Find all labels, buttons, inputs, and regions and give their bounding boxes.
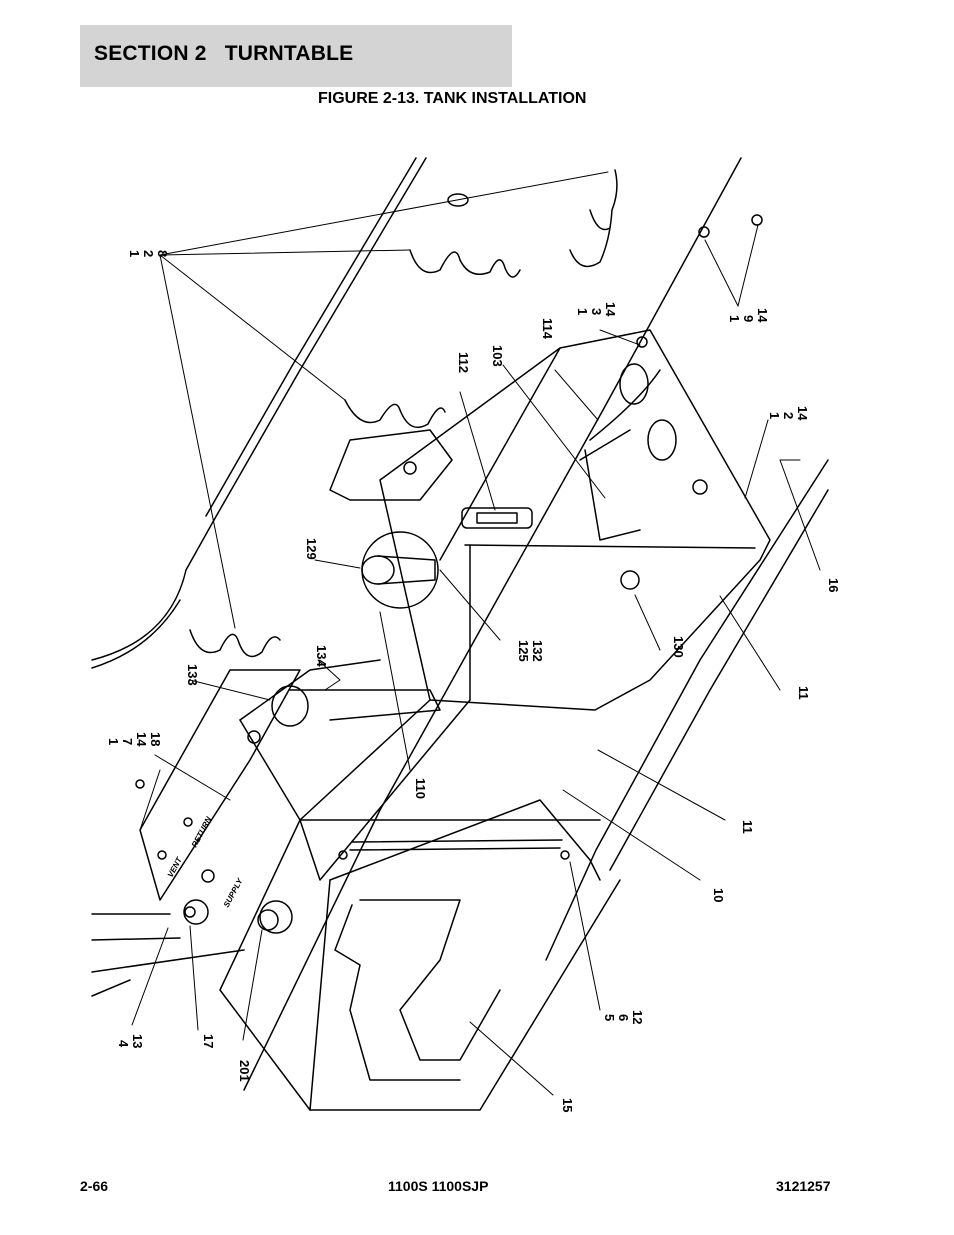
callout-1: 1: [727, 315, 742, 322]
callout-2: 2: [141, 250, 156, 257]
callout-133: 133: [185, 664, 200, 686]
callout-8: 8: [155, 250, 170, 257]
callout-114: 114: [540, 318, 555, 340]
callout-14: 14: [795, 406, 810, 421]
callout-16: 16: [826, 578, 841, 592]
callout-201: 201: [237, 1060, 252, 1082]
callout-11: 11: [796, 686, 811, 700]
callout-17: 17: [201, 1034, 216, 1048]
callout-1: 1: [767, 412, 782, 419]
panel-label-supply: SUPPLY: [222, 876, 245, 909]
document-number: 3121257: [776, 1178, 831, 1194]
callout-130: 130: [671, 636, 686, 658]
callout-129: 129: [304, 538, 319, 560]
callout-110: 110: [413, 778, 428, 799]
callout-7: 7: [120, 738, 135, 745]
callout-18: 18: [148, 732, 163, 746]
callout-132: 132: [530, 640, 545, 662]
callout-4: 4: [116, 1040, 131, 1048]
callout-15: 15: [560, 1098, 575, 1112]
callout-1: 1: [127, 250, 142, 257]
callout-112: 112: [456, 352, 471, 373]
callout-11: 11: [740, 820, 755, 834]
callout-6: 6: [616, 1014, 631, 1021]
callout-12: 12: [630, 1010, 645, 1024]
callout-14: 14: [755, 308, 770, 323]
callout-10: 10: [711, 888, 726, 902]
figure-title: FIGURE 2-13. TANK INSTALLATION: [318, 90, 587, 107]
callout-14: 14: [134, 732, 149, 747]
callout-3: 3: [589, 308, 604, 315]
panel-label-return: RETURN: [190, 815, 214, 849]
callout-9: 9: [741, 315, 756, 322]
header-band: [80, 25, 512, 87]
callout-103: 103: [490, 345, 505, 367]
callout-14: 14: [603, 302, 618, 317]
callout-5: 5: [602, 1014, 617, 1021]
callout-1: 1: [575, 308, 590, 315]
callout-125: 125: [516, 640, 531, 662]
section-title: SECTION 2 TURNTABLE: [94, 42, 354, 65]
model-name: 1100S 1100SJP: [388, 1178, 489, 1194]
callout-134: 134: [314, 645, 329, 667]
callout-13: 13: [130, 1034, 145, 1048]
callout-2: 2: [781, 412, 796, 419]
page-number: 2-66: [80, 1178, 109, 1194]
callout-1: 1: [106, 738, 121, 745]
